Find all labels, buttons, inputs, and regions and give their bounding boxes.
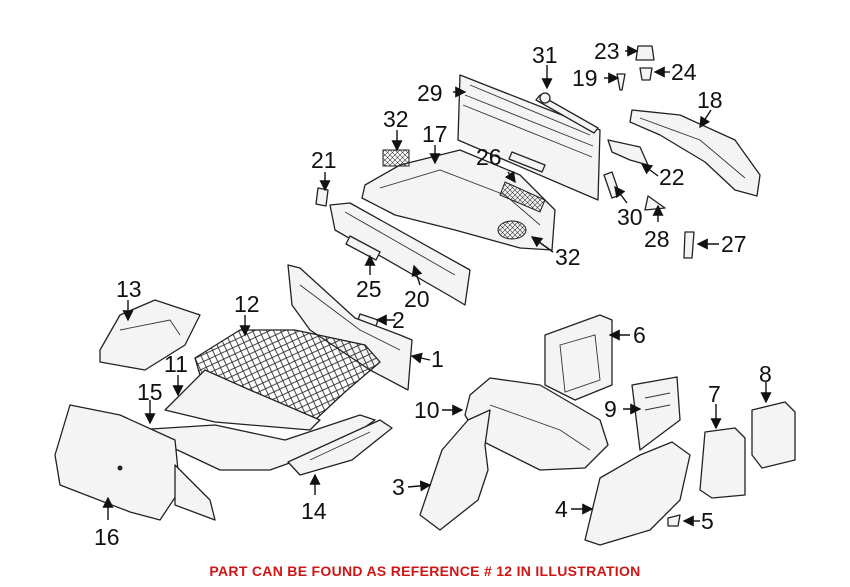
part-cargo-cover [457, 74, 601, 201]
part-5 [667, 514, 681, 527]
callout-3: 3 [392, 474, 405, 500]
reference-note: PART CAN BE FOUND AS REFERENCE # 12 IN I… [209, 563, 641, 579]
callout-32-upper: 32 [383, 106, 409, 132]
callout-1: 1 [431, 346, 444, 372]
callout-14: 14 [301, 498, 327, 524]
part-rear-reinforcement [629, 109, 761, 197]
callout-28: 28 [644, 226, 670, 252]
callout-16: 16 [94, 524, 120, 550]
part-6 [544, 314, 613, 401]
part-shelf-trim [329, 202, 471, 306]
callout-12: 12 [234, 291, 260, 317]
callout-26: 26 [476, 144, 502, 170]
callout-4: 4 [555, 496, 568, 522]
callout-10: 10 [414, 397, 440, 423]
part-14 [287, 419, 393, 476]
part-4 [584, 441, 691, 546]
callout-15: 15 [137, 379, 163, 405]
callout-23: 23 [594, 38, 620, 64]
callout-8: 8 [759, 361, 772, 387]
callout-24: 24 [671, 59, 697, 85]
part-bracket-22 [607, 139, 649, 166]
callout-2: 2 [392, 307, 405, 333]
leader-lines [102, 45, 772, 527]
callout-32-lower: 32 [555, 244, 581, 270]
part-trunk-side-trim [287, 264, 413, 391]
part-7 [699, 427, 746, 499]
callout-17: 17 [422, 121, 448, 147]
callout-25: 25 [356, 276, 382, 302]
callout-13: 13 [116, 276, 142, 302]
part-gas-strut [535, 92, 599, 134]
callout-29: 29 [417, 80, 443, 106]
callout-22: 22 [659, 164, 685, 190]
part-floor-panel [164, 369, 321, 431]
part-floor-board [54, 404, 216, 521]
part-8 [751, 401, 796, 469]
part-small-fasteners [616, 45, 655, 91]
callout-27: 27 [721, 231, 747, 257]
callout-21: 21 [311, 147, 337, 173]
part-9 [631, 376, 681, 451]
callout-7: 7 [708, 381, 721, 407]
callout-30: 30 [617, 204, 643, 230]
callout-5: 5 [701, 508, 714, 534]
part-3 [419, 409, 491, 531]
callout-9: 9 [604, 396, 617, 422]
part-small-trims [315, 151, 546, 327]
callout-labels: 1 2 3 4 5 6 7 8 9 10 11 12 13 14 15 16 1… [94, 38, 772, 550]
callout-20: 20 [404, 286, 430, 312]
callout-19: 19 [572, 65, 598, 91]
callout-31: 31 [532, 42, 558, 68]
exploded-view-drawing: 1 2 3 4 5 6 7 8 9 10 11 12 13 14 15 16 1… [54, 38, 796, 550]
callout-6: 6 [633, 322, 646, 348]
part-floor-cover [134, 414, 376, 471]
callout-11: 11 [164, 351, 188, 377]
callout-18: 18 [697, 87, 723, 113]
